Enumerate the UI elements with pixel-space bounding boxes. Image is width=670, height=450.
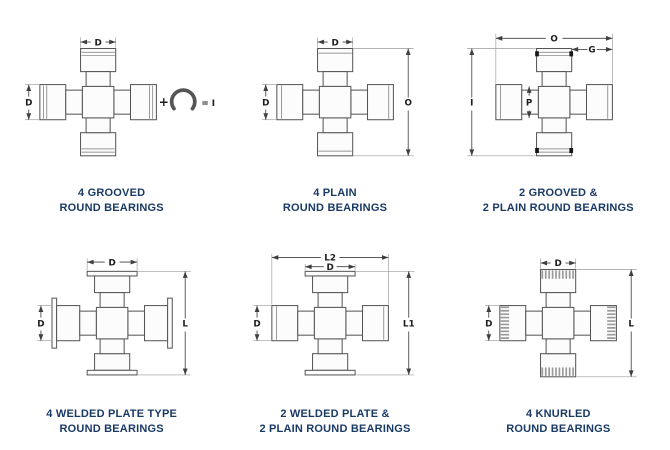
dim-label-l1-right: L1 (403, 320, 415, 330)
dim-label-d-left: D (485, 320, 492, 330)
dim-label-d-top: D (331, 39, 338, 49)
dim-label-d-top: D (555, 260, 562, 270)
caption-line: 4 KNURLED (525, 408, 591, 421)
caption-line: ROUND BEARINGS (59, 201, 164, 214)
caption-4-plain: 4 PLAIN ROUND BEARINGS (283, 186, 387, 215)
snap-ring-icon (169, 88, 197, 111)
figure-4-grooved: D D + = I 4 GROOVED ROUND BEARINGS (0, 6, 223, 227)
ring-equals-label: = I (201, 99, 215, 109)
figure-4-knurled: D D L 4 KNURLED ROUND BEARING (447, 227, 670, 448)
caption-line: 2 PLAIN ROUND BEARINGS (259, 422, 411, 435)
drawing-2-welded-2-plain: L2 D D L1 (253, 254, 415, 376)
dim-label-o-top: O (550, 35, 558, 45)
figure-2-welded-2-plain: L2 D D L1 2 WELDED PLATE & (223, 227, 446, 448)
snap-ring-mark (568, 148, 573, 154)
dim-label-g: G (588, 46, 595, 56)
drawing-4-welded-plate: D D L (36, 259, 191, 376)
cross-body (276, 48, 394, 157)
figure-4-welded-plate: D D L 4 WELDED PLATE TYPE ROUND BEARINGS (0, 227, 223, 448)
caption-2-welded-2-plain: 2 WELDED PLATE & 2 PLAIN ROUND BEARINGS (259, 407, 410, 436)
figure-2-grooved-2-plain: O G I P (447, 6, 670, 227)
caption-line: ROUND BEARINGS (59, 422, 164, 435)
plus-sign: + (158, 95, 168, 109)
snap-ring-mark (534, 51, 539, 57)
cross-body (271, 271, 390, 376)
cross-body (494, 48, 613, 157)
dim-label-l2-top: L2 (325, 254, 337, 264)
caption-2-grooved-2-plain: 2 GROOVED & 2 PLAIN ROUND BEARINGS (483, 186, 634, 215)
cross-body (51, 271, 173, 376)
caption-line: 2 PLAIN ROUND BEARINGS (482, 201, 634, 214)
caption-line: 4 PLAIN (313, 187, 357, 200)
snap-ring-mark (534, 148, 539, 154)
dim-label-l-right: L (629, 320, 635, 330)
caption-line: 4 GROOVED (78, 187, 146, 200)
dim-label-d-left: D (25, 99, 32, 109)
dim-label-d-plate: D (327, 263, 334, 273)
dim-label-p-inner: P (525, 99, 532, 109)
figure-4-plain: D D O 4 PLAIN ROUND BEARINGS (223, 6, 446, 227)
snap-ring-mark (568, 51, 573, 57)
caption-line: 4 WELDED PLATE TYPE (46, 408, 178, 421)
caption-4-welded-plate: 4 WELDED PLATE TYPE ROUND BEARINGS (46, 407, 177, 436)
drawing-2-grooved-2-plain: O G I P (466, 34, 613, 157)
drawing-4-grooved-round-bearings: D D + = I (24, 37, 215, 157)
dim-label-d-top: D (94, 39, 101, 49)
caption-4-grooved: 4 GROOVED ROUND BEARINGS (60, 186, 164, 215)
dim-label-d-left: D (37, 320, 44, 330)
caption-line: ROUND BEARINGS (282, 201, 388, 214)
dim-label-d-left: D (262, 99, 269, 109)
dim-label-l-right: L (182, 320, 188, 330)
cross-body (38, 48, 157, 157)
dim-label-d-left: D (254, 320, 261, 330)
caption-4-knurled: 4 KNURLED ROUND BEARINGS (506, 407, 610, 436)
dim-label-i-left: I (470, 99, 473, 109)
dim-label-o-right: O (404, 99, 412, 109)
caption-line: ROUND BEARINGS (506, 422, 611, 435)
drawing-4-knurled: D D L (485, 258, 637, 378)
cross-body (499, 269, 618, 378)
caption-line: 2 GROOVED & (519, 187, 598, 200)
caption-line: 2 WELDED PLATE & (280, 408, 390, 421)
dim-label-d-top: D (108, 259, 115, 269)
drawing-4-plain-round-bearings: D D O (261, 37, 414, 157)
